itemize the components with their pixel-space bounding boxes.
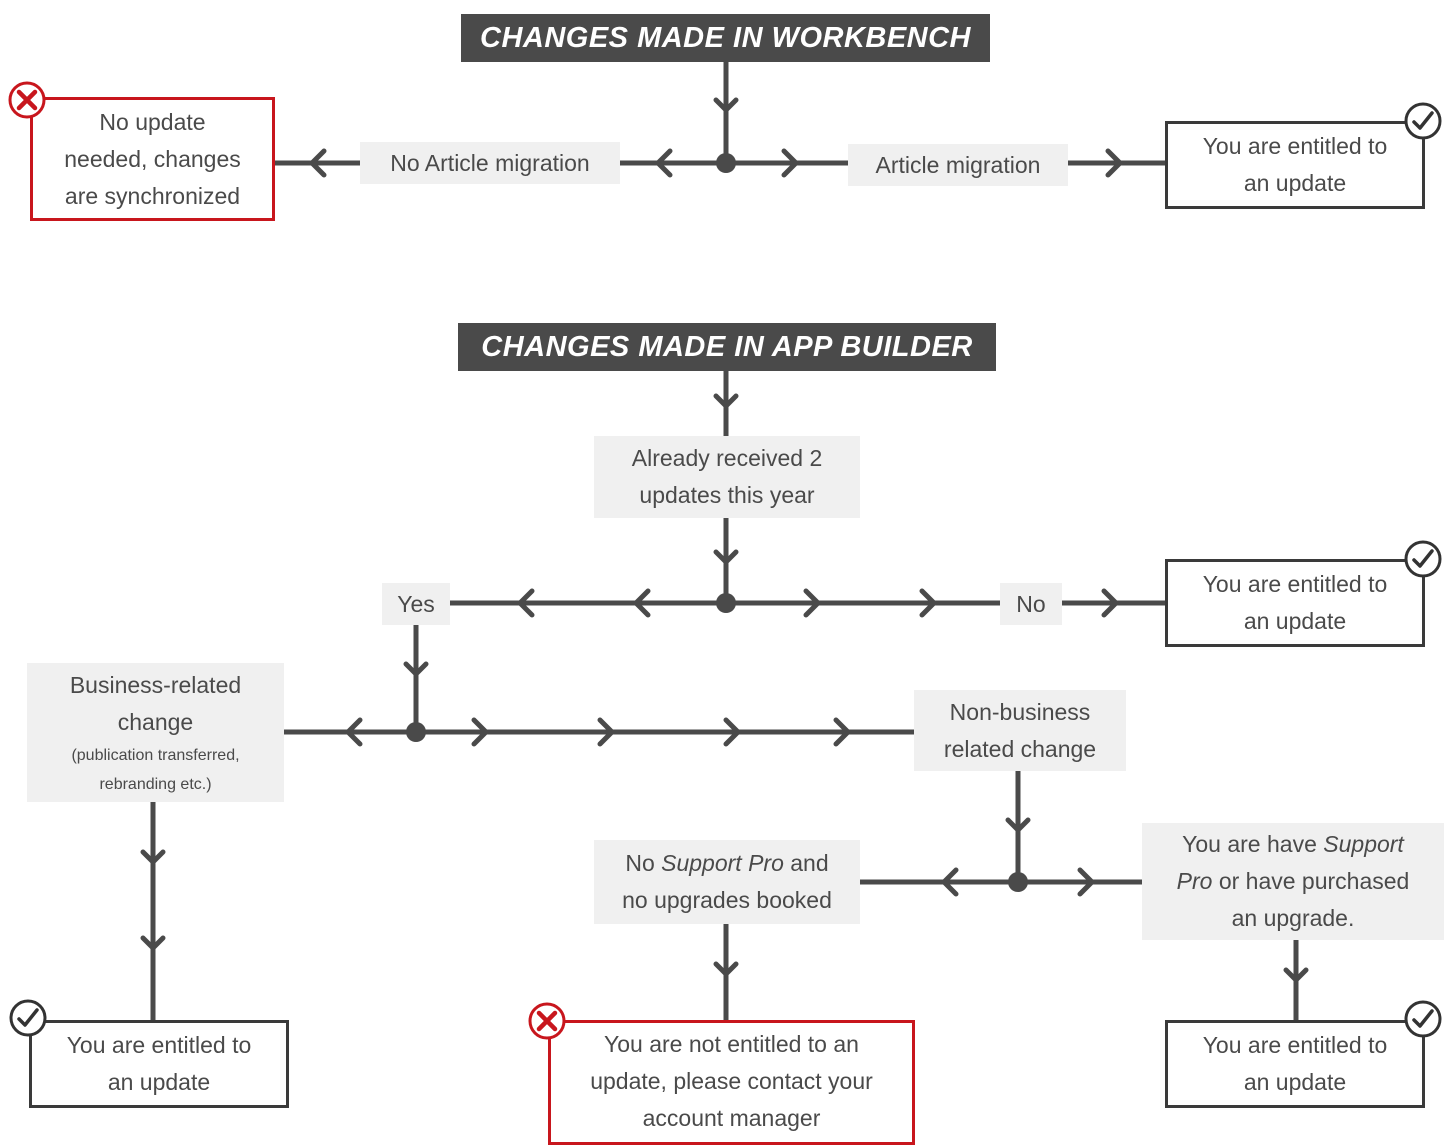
- check-circle-icon: [1404, 1000, 1442, 1038]
- outcome-line: an update: [1243, 170, 1347, 196]
- non-business-change: Non-business related change: [914, 690, 1126, 771]
- business-note: rebranding etc.): [99, 775, 212, 793]
- yes-label: Yes: [382, 583, 450, 625]
- arrow-right: [1101, 588, 1119, 618]
- outcome-line: an update: [1243, 1069, 1347, 1095]
- arrow-left: [309, 148, 327, 178]
- outcome-line: You are entitled to: [1202, 571, 1388, 597]
- outcome-line: an update: [1243, 608, 1347, 634]
- outcome-line: No update: [99, 108, 206, 135]
- cross-circle-icon: [8, 81, 46, 119]
- junction-dot: [406, 722, 426, 742]
- arrow-down: [713, 549, 739, 565]
- support-line: Pro or have purchased: [1176, 868, 1410, 894]
- check-circle-icon: [1404, 540, 1442, 578]
- business-note: (publication transferred,: [71, 746, 240, 764]
- outcome-line: You are entitled to: [1202, 1032, 1388, 1058]
- arrow-down: [1005, 817, 1031, 833]
- arrow-down: [403, 661, 429, 677]
- has-support-pro-label: You are have Support Pro or have purchas…: [1142, 823, 1444, 940]
- business-related-change: Business-related change (publication tra…: [27, 663, 284, 802]
- arrow-right: [1105, 148, 1123, 178]
- question-line: Already received 2: [631, 445, 823, 471]
- question-line: updates this year: [639, 482, 815, 508]
- check-circle-icon: [9, 999, 47, 1037]
- arrow-left: [517, 588, 535, 618]
- arrow-right: [803, 588, 821, 618]
- arrow-right: [781, 148, 799, 178]
- workbench-header: CHANGES MADE IN WORKBENCH: [461, 14, 990, 62]
- arrow-left: [633, 588, 651, 618]
- arrow-down: [713, 961, 739, 977]
- arrow-down: [140, 935, 166, 951]
- arrow-left: [345, 717, 363, 747]
- outcome-line: You are not entitled to an: [604, 1031, 859, 1057]
- no-support-pro-label: No Support Pro and no upgrades booked: [594, 840, 860, 924]
- arrow-right: [597, 717, 615, 747]
- junction-dot: [716, 153, 736, 173]
- no-entitled-outcome: You are entitled to an update: [1165, 559, 1425, 647]
- business-entitled-outcome: You are entitled to an update: [29, 1020, 289, 1108]
- outcome-line: account manager: [642, 1105, 821, 1131]
- support-line: an upgrade.: [1231, 905, 1355, 931]
- outcome-line: are synchronized: [64, 182, 241, 209]
- nonbusiness-line: related change: [943, 735, 1097, 762]
- junction-dot: [1008, 872, 1028, 892]
- support-entitled-outcome: You are entitled to an update: [1165, 1020, 1425, 1108]
- workbench-entitled-outcome: You are entitled to an update: [1165, 121, 1425, 209]
- outcome-line: needed, changes: [64, 145, 241, 172]
- no-update-outcome: No update needed, changes are synchroniz…: [30, 97, 275, 221]
- no-article-migration-label: No Article migration: [360, 142, 620, 184]
- arrow-right: [833, 717, 851, 747]
- arrow-down: [140, 849, 166, 865]
- check-circle-icon: [1404, 102, 1442, 140]
- no-support-line: no upgrades booked: [622, 887, 832, 913]
- arrow-right: [1077, 867, 1095, 897]
- arrow-left: [655, 148, 673, 178]
- article-migration-label: Article migration: [848, 144, 1068, 186]
- support-line: You are have Support: [1182, 831, 1404, 857]
- arrow-left: [941, 867, 959, 897]
- arrow-down: [1283, 967, 1309, 983]
- arrow-right: [919, 588, 937, 618]
- junction-dot: [716, 593, 736, 613]
- outcome-line: update, please contact your: [590, 1068, 873, 1094]
- already-received-question: Already received 2 updates this year: [594, 436, 860, 518]
- outcome-line: You are entitled to: [66, 1032, 252, 1058]
- no-label: No: [1000, 583, 1062, 625]
- business-line: Business-related: [69, 671, 242, 698]
- outcome-line: an update: [107, 1069, 211, 1095]
- arrow-down: [713, 393, 739, 409]
- nonbusiness-line: Non-business: [949, 698, 1091, 725]
- not-entitled-outcome: You are not entitled to an update, pleas…: [548, 1020, 915, 1145]
- outcome-line: You are entitled to: [1202, 133, 1388, 159]
- cross-circle-icon: [528, 1002, 566, 1040]
- no-support-line: No Support Pro and: [625, 850, 829, 876]
- arrow-down: [713, 97, 739, 113]
- arrow-right: [723, 717, 741, 747]
- appbuilder-header: CHANGES MADE IN APP BUILDER: [458, 323, 996, 371]
- business-line: change: [117, 708, 194, 735]
- arrow-right: [471, 717, 489, 747]
